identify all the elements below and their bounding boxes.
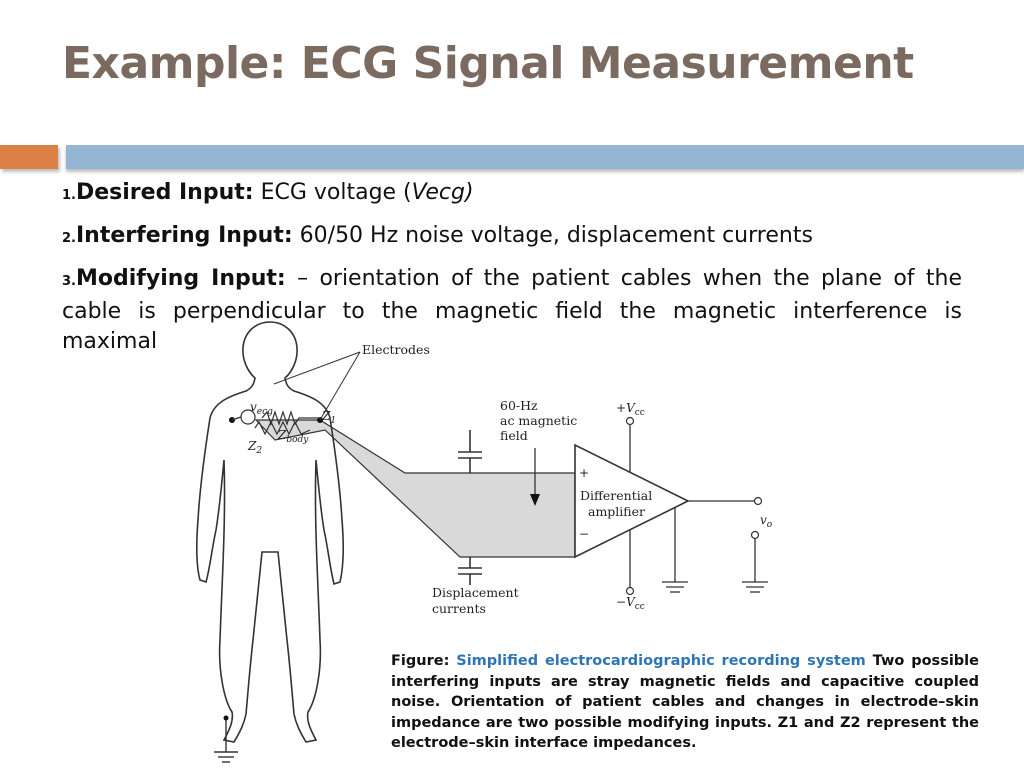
- z1-label: Z1: [321, 409, 336, 426]
- item-text: 60/50 Hz noise voltage, displacement cur…: [299, 223, 813, 248]
- differential-amplifier: [574, 443, 690, 559]
- vo-label: vo: [760, 513, 773, 530]
- ecg-system-diagram: Electrodes 60-Hz ac magnetic field vecg …: [195, 321, 773, 763]
- amplifier-label-line2: amplifier: [588, 504, 645, 519]
- figure-caption: Figure: Simplified electrocardiographic …: [391, 651, 979, 754]
- field-label-line3: field: [500, 428, 528, 443]
- minus-input-label: −: [579, 527, 589, 541]
- caption-highlight: Simplified electrocardiographic recordin…: [456, 653, 866, 669]
- zbody-label: Zbody: [277, 428, 309, 445]
- plus-input-label: +: [579, 466, 589, 480]
- bullet-list: 1.Desired Input: ECG voltage (Vecg) 2.In…: [62, 178, 962, 367]
- displacement-label-line1: Displacement: [432, 585, 519, 600]
- list-item-interfering-input: 2.Interfering Input: 60/50 Hz noise volt…: [62, 221, 962, 254]
- amplifier-label-line1: Differential: [580, 488, 652, 503]
- caption-prefix: Figure:: [391, 653, 450, 669]
- magnetic-field-arrow: [530, 494, 540, 506]
- list-item-modifying-input: 3.Modifying Input: – orientation of the …: [62, 264, 962, 357]
- caption-text: Two possible interfering inputs are stra…: [391, 653, 979, 751]
- item-number: 2.: [62, 231, 76, 246]
- item-italic-text: Vecg): [411, 180, 474, 205]
- accent-bar-blue: [66, 145, 1024, 169]
- vecg-label: vecg: [250, 400, 273, 417]
- item-number: 3.: [62, 274, 76, 289]
- item-label: Interfering Input:: [75, 223, 293, 248]
- electrodes-label: Electrodes: [362, 342, 430, 357]
- displacement-label-line2: currents: [432, 601, 486, 616]
- accent-bar-orange: [0, 145, 58, 169]
- coupling-capacitor-top: [458, 430, 482, 473]
- human-body-outline: [195, 321, 345, 743]
- field-label-line1: 60-Hz: [500, 398, 538, 413]
- vcc-positive-label: +Vcc: [616, 401, 645, 418]
- vcc-negative-label: −Vcc: [616, 595, 645, 612]
- list-item-desired-input: 1.Desired Input: ECG voltage (Vecg): [62, 178, 962, 211]
- slide-title: Example: ECG Signal Measurement: [62, 38, 914, 89]
- item-number: 1.: [62, 188, 76, 203]
- z2-label: Z2: [247, 439, 262, 456]
- field-label-line2: ac magnetic: [500, 413, 577, 428]
- item-label: Modifying Input:: [75, 266, 286, 291]
- item-text: – orientation of the patient cables when…: [62, 266, 963, 354]
- item-text: ECG voltage (: [260, 180, 412, 205]
- coupling-capacitor-bottom: [458, 557, 482, 585]
- item-label: Desired Input:: [75, 180, 254, 205]
